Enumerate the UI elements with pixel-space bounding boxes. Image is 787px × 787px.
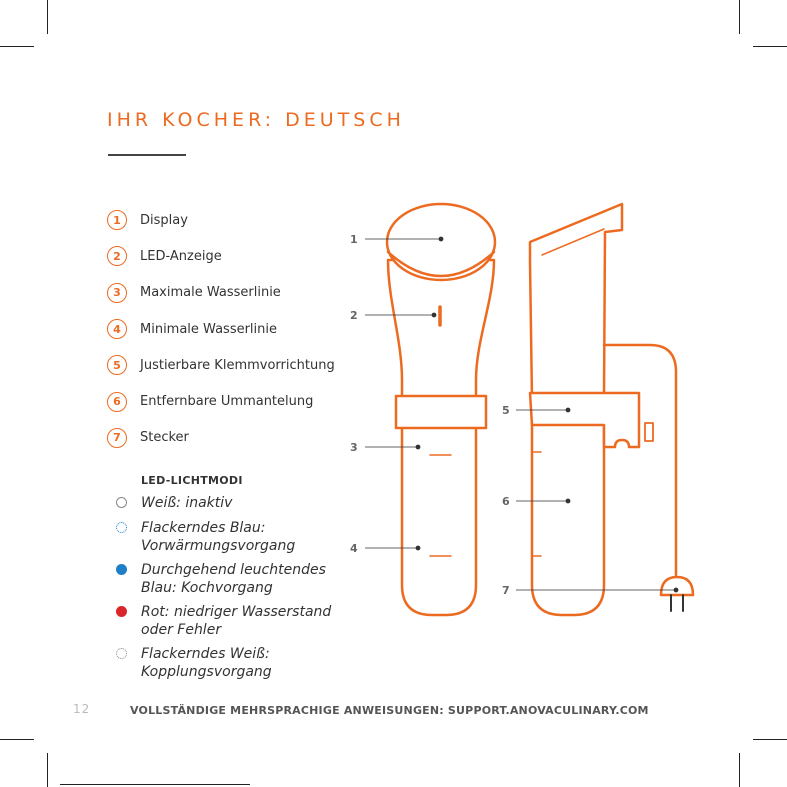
led-mode-item: Durchgehend leuchtendes Blau: Kochvorgan… <box>116 561 341 597</box>
title-underline <box>108 154 186 156</box>
cooker-body <box>386 258 496 617</box>
cooker-cap-rim <box>386 250 496 278</box>
part-label: Maximale Wasserlinie <box>140 285 281 301</box>
crop-mark <box>753 739 787 740</box>
callout-dot <box>565 407 571 413</box>
callout-dot <box>673 587 679 593</box>
led-indicator-icon <box>116 522 127 533</box>
crop-mark <box>0 739 34 740</box>
callout-dot <box>415 444 421 450</box>
cooker-side-vent <box>541 228 605 256</box>
part-number: 3 <box>107 282 127 303</box>
led-mode-label: Durchgehend leuchtendes Blau: Kochvorgan… <box>141 562 326 596</box>
crop-mark <box>753 46 787 47</box>
callout-label: 6 <box>502 495 510 508</box>
led-mode-label: Flackerndes Blau: Vorwärmungsvorgang <box>141 520 296 554</box>
part-label: Justierbare Klemmvorrichtung <box>140 357 335 373</box>
callout-dot <box>438 236 444 242</box>
led-mode-item: Weiß: inaktiv <box>116 494 341 512</box>
crop-mark <box>0 46 34 47</box>
led-indicator-icon <box>116 564 127 575</box>
part-label: Minimale Wasserlinie <box>140 321 278 337</box>
part-number: 1 <box>107 210 127 231</box>
part-item: 6 Entfernbare Ummantelung <box>107 383 335 419</box>
cooker-clamp-side <box>528 391 641 449</box>
part-label: Entfernbare Ummantelung <box>140 394 314 410</box>
led-mode-item: Flackerndes Blau: Vorwärmungsvorgang <box>116 519 341 555</box>
part-item: 1 Display <box>107 202 335 238</box>
page-title: IHR KOCHER: DEUTSCH <box>107 109 405 131</box>
led-indicator-icon <box>116 648 127 659</box>
part-number: 2 <box>107 246 127 267</box>
callout-dot <box>431 312 437 318</box>
part-label: Display <box>140 212 188 228</box>
led-mode-item: Flackerndes Weiß: Kopplungsvorgang <box>116 645 341 681</box>
callout-label: 5 <box>502 404 510 417</box>
callout-label: 7 <box>502 584 510 597</box>
part-number: 4 <box>107 319 127 340</box>
led-indicator-icon <box>116 497 127 508</box>
part-item: 4 Minimale Wasserlinie <box>107 311 335 347</box>
callout-label: 3 <box>350 441 358 454</box>
part-label: LED-Anzeige <box>140 248 222 264</box>
led-mode-item: Rot: niedriger Wasserstand oder Fehler <box>116 603 341 639</box>
led-mode-label: Rot: niedriger Wasserstand oder Fehler <box>141 604 332 638</box>
cooker-display-cap <box>385 202 497 282</box>
led-mode-label: Flackerndes Weiß: Kopplungsvorgang <box>141 646 272 680</box>
part-item: 5 Justierbare Klemmvorrichtung <box>107 347 335 383</box>
callout-label: 4 <box>350 542 358 555</box>
callout-label: 2 <box>350 309 358 322</box>
callout-label: 1 <box>350 233 358 246</box>
crop-mark <box>47 753 48 787</box>
parts-list: 1 Display 2 LED-Anzeige 3 Maximale Wasserli… <box>107 202 335 456</box>
footer-support-text: VOLLSTÄNDIGE MEHRSPRACHIGE ANWEISUNGEN: … <box>130 704 649 717</box>
part-number: 6 <box>107 391 127 412</box>
part-number: 7 <box>107 427 127 448</box>
crop-mark <box>60 784 250 785</box>
callout-dot <box>415 545 421 551</box>
led-indicator-icon <box>116 606 127 617</box>
led-mode-label: Weiß: inaktiv <box>141 495 233 511</box>
crop-mark <box>739 753 740 787</box>
part-label: Stecker <box>140 430 189 446</box>
cooker-clamp-front <box>394 394 488 430</box>
power-cord <box>602 343 678 577</box>
crop-mark <box>47 0 48 34</box>
clamp-screw <box>644 422 654 442</box>
part-item: 3 Maximale Wasserlinie <box>107 275 335 311</box>
crop-mark <box>739 0 740 34</box>
part-item: 7 Stecker <box>107 420 335 456</box>
plug-icon <box>659 575 695 597</box>
part-number: 5 <box>107 355 127 376</box>
cooker-side-body <box>528 202 624 617</box>
part-item: 2 LED-Anzeige <box>107 238 335 274</box>
led-modes-title: LED-LICHTMODI <box>141 474 243 487</box>
page-number: 12 <box>73 702 91 716</box>
callout-dot <box>565 498 571 504</box>
